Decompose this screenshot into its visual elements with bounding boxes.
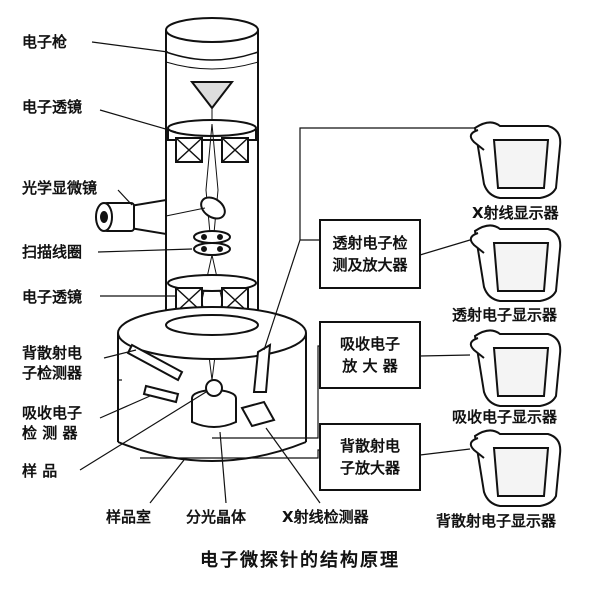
xray-display (469, 121, 562, 199)
label-xray-display: X射线显示器 (472, 204, 559, 222)
box-transmission-line1: 透射电子检 (332, 234, 408, 252)
transmission-display (469, 224, 562, 302)
label-optical-microscope: 光学显微镜 (22, 179, 98, 197)
box-backscatter-line1: 背散射电 (339, 437, 400, 455)
box-transmission-line2: 测及放大器 (332, 256, 408, 274)
transmission-amplifier-box (319, 219, 421, 289)
optical-microscope-body (95, 196, 226, 236)
electron-gun-cone (189, 81, 235, 124)
label-backscatter-detector-1: 背散射电 (22, 344, 83, 362)
sample-chamber-body (117, 306, 307, 462)
box-absorption-line1: 吸收电子 (339, 335, 400, 353)
label-backscatter-display: 背散射电子显示器 (436, 512, 557, 530)
absorption-amplifier-box (319, 321, 421, 389)
label-sample: 样 品 (22, 462, 58, 480)
label-absorption-detector-2: 检 测 器 (22, 424, 78, 442)
label-electron-gun: 电子枪 (22, 33, 68, 51)
top-lens (167, 119, 257, 163)
chamber-internals (126, 343, 276, 428)
label-absorption-detector-1: 吸收电子 (22, 404, 83, 422)
label-transmission-display: 透射电子显示器 (452, 306, 558, 324)
label-absorption-display: 吸收电子显示器 (452, 408, 558, 426)
absorption-display (469, 329, 562, 407)
label-electron-lens-bottom: 电子透镜 (22, 288, 83, 306)
backscatter-amplifier-box (319, 423, 421, 491)
label-backscatter-detector-2: 子检测器 (22, 364, 83, 382)
box-absorption-line2: 放 大 器 (342, 357, 398, 375)
label-scan-coil: 扫描线圈 (22, 243, 83, 261)
electron-column (165, 17, 259, 330)
box-backscatter-line2: 子放大器 (339, 459, 400, 477)
label-electron-lens-top: 电子透镜 (22, 98, 83, 116)
label-spectroscopic-crystal: 分光晶体 (186, 508, 247, 526)
scan-coil-pair (193, 230, 231, 256)
label-xray-detector: X射线检测器 (282, 508, 369, 526)
backscatter-display (469, 429, 562, 507)
figure-caption: 电子微探针的结构原理 (200, 550, 400, 571)
label-sample-chamber: 样品室 (106, 508, 152, 526)
